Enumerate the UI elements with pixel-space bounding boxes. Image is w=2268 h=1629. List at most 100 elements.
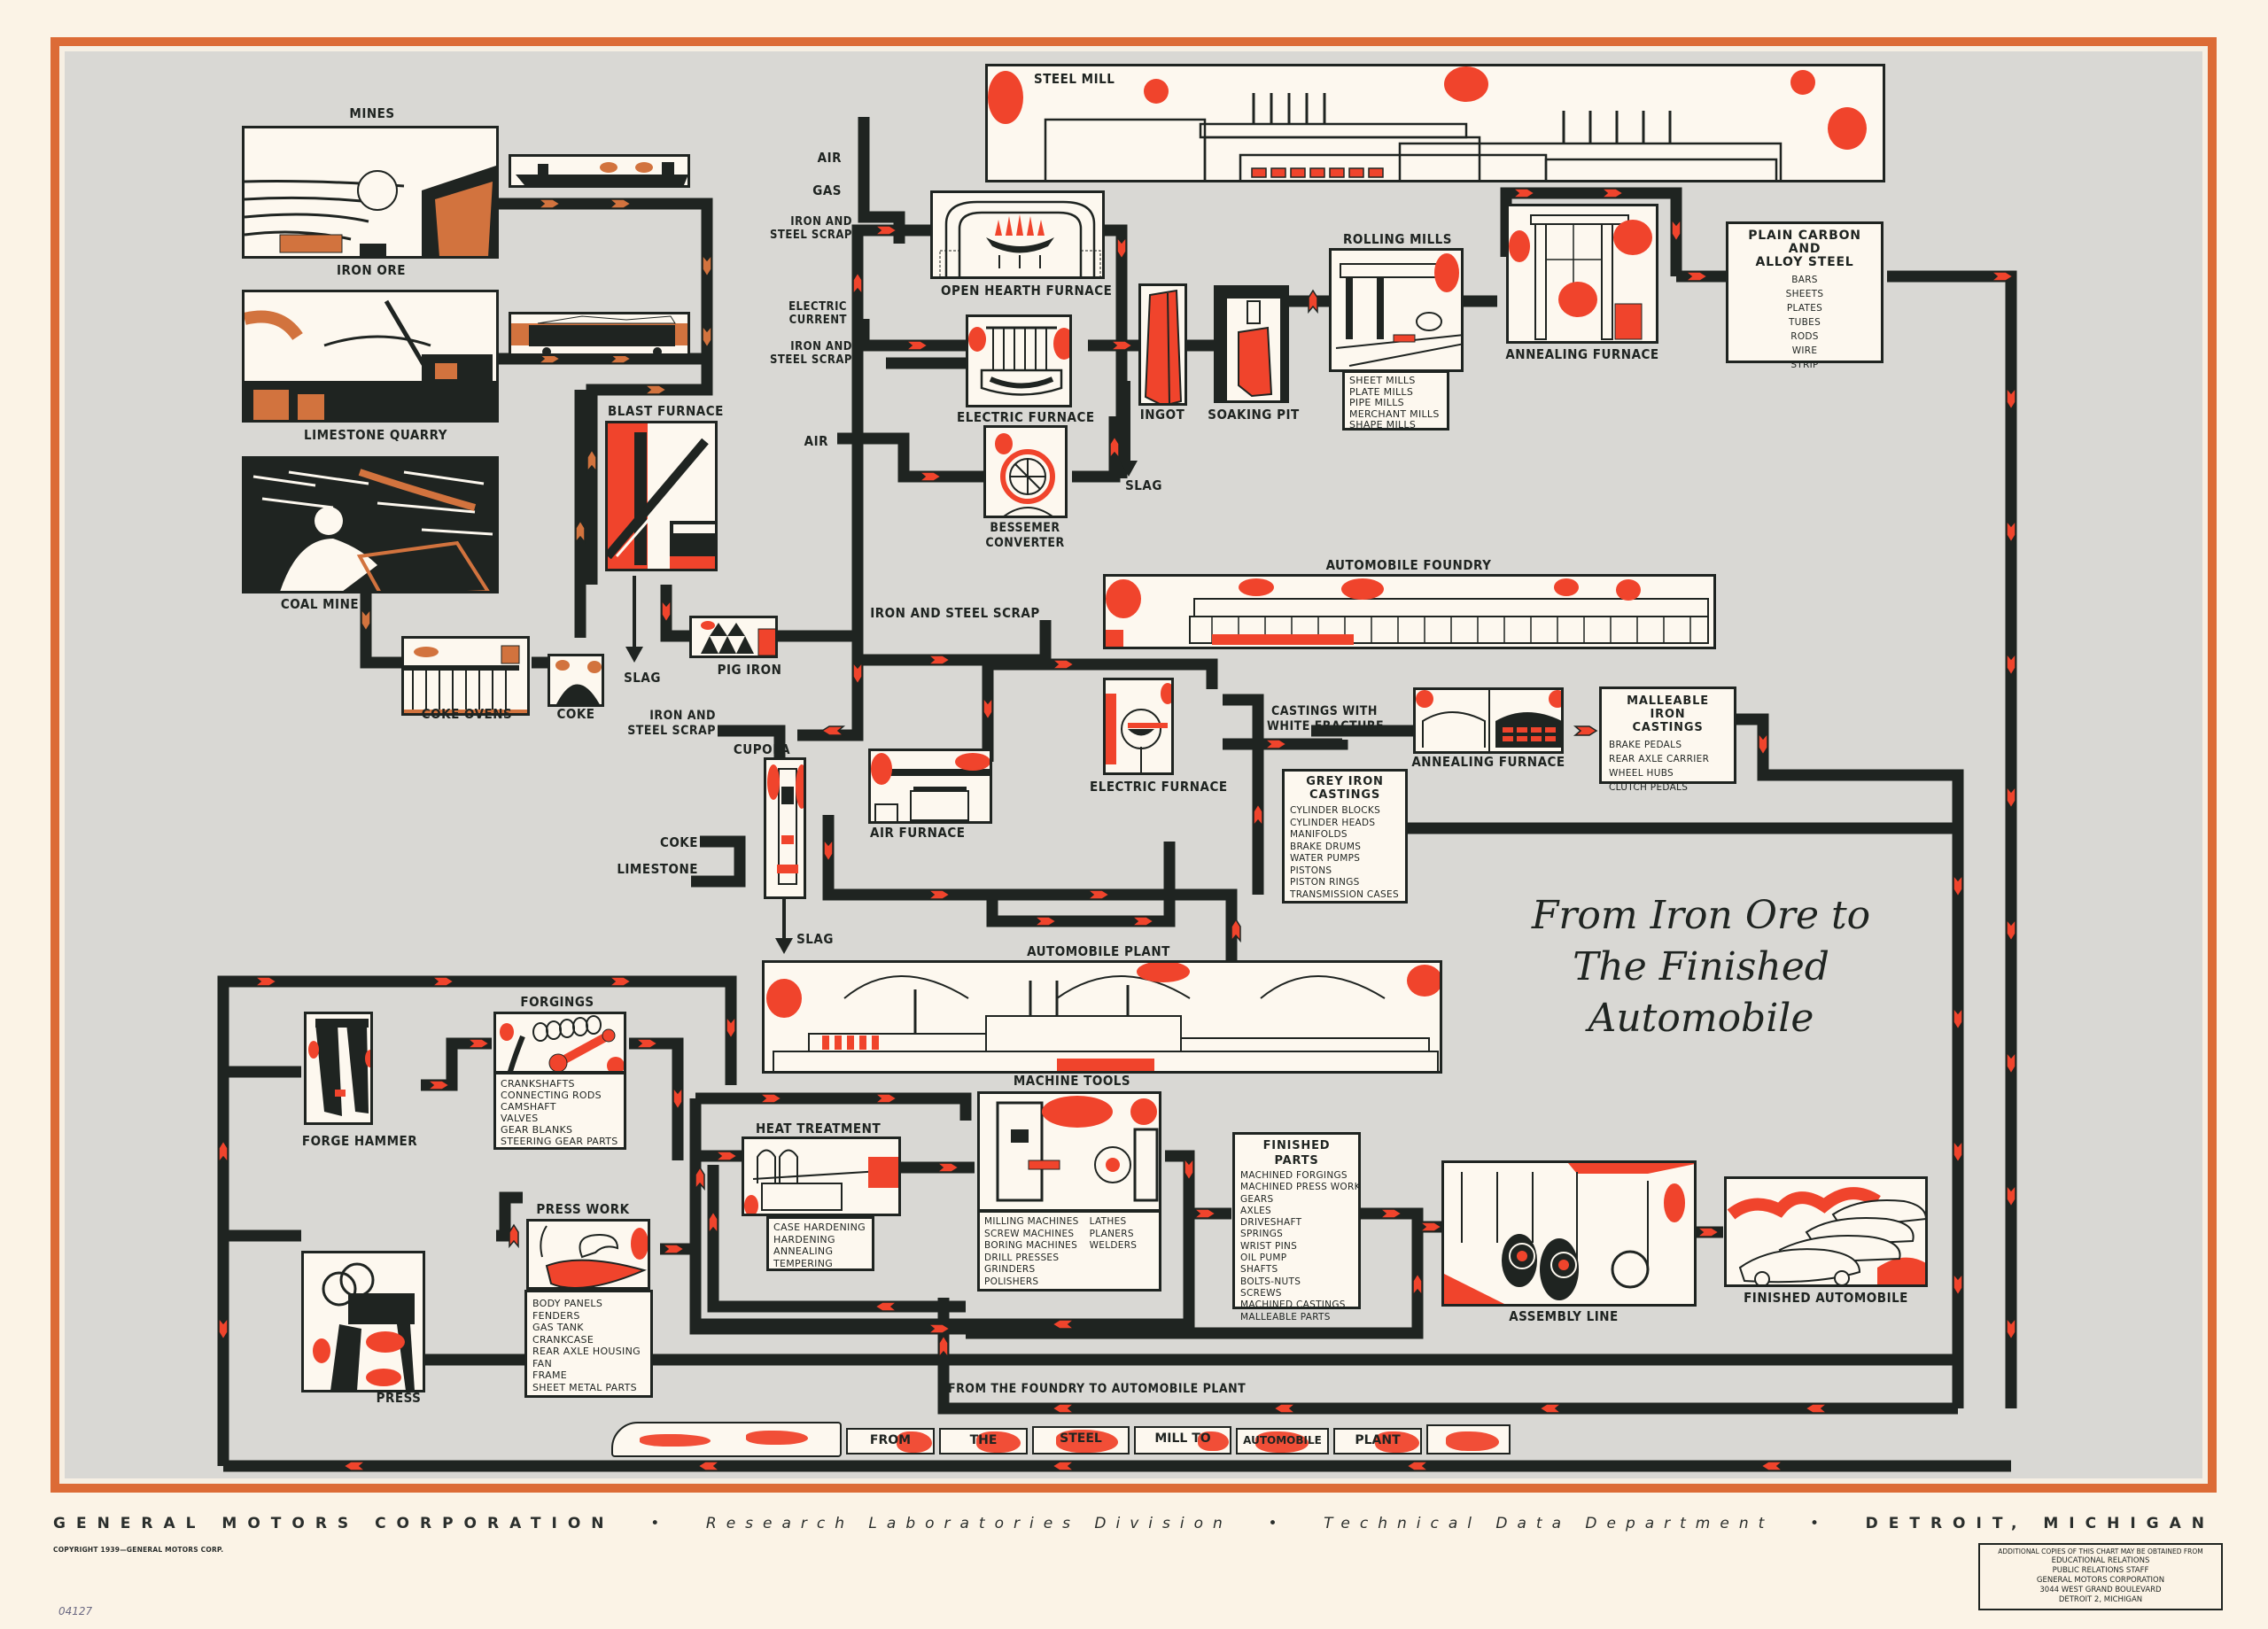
open-pit-mine-icon [245, 128, 496, 256]
list-item: CLUTCH PEDALS [1609, 782, 1689, 793]
steel-mill-illustration: STEEL MILL [985, 64, 1885, 182]
machine-tools-col-2: LATHES PLANERS WELDERS [1090, 1216, 1138, 1285]
cupola-label: CUPOLA [733, 741, 791, 757]
cupola-slag-arrow-icon [775, 899, 793, 954]
list-item: CAMSHAFT [501, 1101, 556, 1113]
finished-automobile-label: FINISHED AUTOMOBILE [1744, 1290, 1908, 1306]
list-item: MALLEABLE PARTS [1240, 1311, 1331, 1323]
list-item: TRANSMISSION CASES [1290, 888, 1399, 900]
press-work-list: BODY PANELS FENDERS GAS TANK CRANKCASE R… [524, 1290, 653, 1398]
train-car-5: AUTOMOBILE [1236, 1428, 1329, 1454]
address-line: PUBLIC RELATIONS STAFF [2052, 1566, 2149, 1575]
train-car-1: FROM [846, 1428, 935, 1454]
list-item: REAR AXLE HOUSING [532, 1346, 641, 1357]
list-item: SCREWS [1240, 1287, 1282, 1299]
electric-arc-furnace-icon [968, 326, 1069, 396]
forge-hammer-illustration [304, 1012, 373, 1125]
list-item: MACHINED PRESS WORK [1240, 1182, 1361, 1193]
press-work-illustration [526, 1219, 650, 1290]
list-item: BODY PANELS [532, 1298, 603, 1309]
mines-heading: MINES [349, 105, 395, 121]
ore-railcar-illustration [509, 312, 690, 356]
bessemer-converter-icon [995, 433, 1055, 516]
list-item: OIL PUMP [1240, 1253, 1287, 1264]
list-item: MERCHANT MILLS [1349, 407, 1440, 420]
hopper-car-icon [511, 315, 687, 353]
train: FROM THE STEEL MILL TO AUTOMOBILE PLANT [611, 1417, 1630, 1462]
list-item: PLATE MILLS [1349, 385, 1414, 398]
steel-annealing-furnace-illustration [1506, 204, 1658, 344]
footer-separator: • [650, 1515, 671, 1532]
list-item: BORING MACHINES [984, 1240, 1078, 1251]
list-item: REAR AXLE CARRIER [1609, 754, 1710, 764]
list-item: VALVES [501, 1113, 539, 1124]
list-item: DRILL PRESSES [984, 1252, 1060, 1263]
cupola-slag-label: SLAG [796, 931, 834, 947]
rolling-mill-icon [1335, 253, 1461, 367]
list-item: WIRE [1791, 345, 1818, 356]
list-item: AXLES [1240, 1205, 1272, 1216]
coke-ovens-label: COKE OVENS [421, 706, 513, 722]
list-item: ANNEALING [773, 1245, 834, 1257]
list-item: PISTONS [1290, 865, 1332, 876]
steel-mill-heading: STEEL MILL [1034, 71, 1115, 87]
list-item: TEMPERING [773, 1257, 834, 1269]
limestone-quarry-illustration [242, 290, 499, 423]
list-item: MACHINED FORGINGS [1240, 1170, 1348, 1181]
machine-tools-list: MILLING MACHINES SCREW MACHINES BORING M… [977, 1210, 1161, 1292]
rolling-mills-illustration [1329, 248, 1464, 372]
forgings-heading: FORGINGS [520, 994, 594, 1010]
assembly-line-label: ASSEMBLY LINE [1509, 1308, 1619, 1324]
steel-electric-furnace-label: ELECTRIC FURNACE [957, 409, 1095, 425]
list-item: STRIP [1790, 360, 1819, 370]
list-item: CASE HARDENING [773, 1222, 866, 1233]
air-furnace-label: AIR FURNACE [870, 825, 966, 841]
list-item: MACHINED CASTINGS [1240, 1299, 1346, 1311]
ore-freighter-illustration [509, 154, 690, 188]
machine-tools-heading: MACHINE TOOLS [1013, 1073, 1131, 1089]
list-item: BARS [1791, 275, 1818, 285]
list-item: SCREW MACHINES [984, 1228, 1075, 1239]
list-item: GEAR BLANKS [501, 1124, 573, 1136]
list-item: WRIST PINS [1240, 1240, 1298, 1252]
list-item: SHAPE MILLS [1349, 419, 1417, 431]
iron-ore-illustration [242, 126, 499, 259]
list-item: FAN [532, 1357, 552, 1369]
footer-division: Research Laboratories Division [705, 1515, 1232, 1532]
list-item: PLANERS [1089, 1228, 1134, 1239]
forge-hammer-icon [308, 1019, 370, 1116]
fender-panel-icon [540, 1225, 648, 1287]
list-item: SPRINGS [1240, 1229, 1284, 1240]
list-item: FENDERS [532, 1309, 580, 1322]
automobile-plant-heading: AUTOMOBILE PLANT [1027, 943, 1170, 959]
steel-mill-building-icon [988, 66, 1867, 180]
pig-iron-ingots-icon [701, 621, 775, 655]
electric-furnace-illustration [966, 314, 1072, 407]
limestone-quarry-label: LIMESTONE QUARRY [303, 427, 448, 443]
list-item: CYLINDER BLOCKS [1290, 805, 1381, 816]
list-item: CRANKSHAFTS [501, 1078, 575, 1090]
open-hearth-furnace-illustration [930, 190, 1105, 279]
list-item: DRIVESHAFT [1240, 1217, 1302, 1229]
auto-plant-building-icon [766, 963, 1440, 1071]
list-item: CONNECTING RODS [501, 1090, 602, 1101]
air-furnace-icon [871, 753, 990, 821]
press-illustration [301, 1251, 425, 1392]
soaking-pit-label: SOAKING PIT [1208, 407, 1300, 423]
foundry-scrap-top-label: IRON AND STEEL SCRAP [870, 605, 1040, 621]
iron-ore-label: IRON ORE [337, 262, 406, 278]
address-line: ADDITIONAL COPIES OF THIS CHART MAY BE O… [1998, 1548, 2203, 1555]
ingot-label: INGOT [1139, 407, 1185, 423]
forgings-illustration [493, 1012, 626, 1074]
press-machine-icon [313, 1262, 415, 1390]
open-hearth-furnace-label: OPEN HEARTH FURNACE [941, 283, 1113, 299]
quarry-icon [245, 292, 496, 420]
slag-down-arrow-icon [625, 576, 643, 663]
foundry-building-icon [1106, 578, 1709, 647]
list-item: FRAME [532, 1369, 567, 1381]
